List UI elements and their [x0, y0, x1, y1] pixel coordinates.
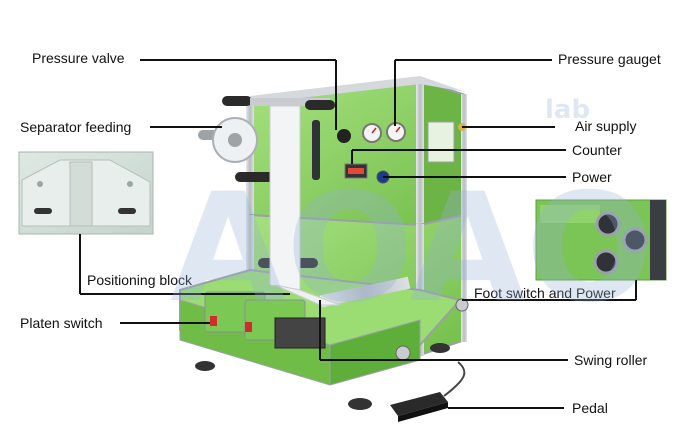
positioning-block-photo [18, 151, 154, 235]
label-pressure-gauge: Pressure gauget [558, 51, 661, 67]
foot-left [195, 361, 215, 371]
leader-lines [79, 59, 637, 409]
pedal-icon [390, 361, 466, 422]
platen-switch-right [245, 322, 252, 332]
watermark-letters: AOAO [170, 162, 653, 336]
watermark: AOAO lab [170, 95, 653, 336]
callout-labels: Pressure valve Pressure gauget Separator… [20, 50, 661, 416]
label-positioning-block: Positioning block [87, 272, 193, 288]
label-foot-switch-power: Foot switch and Power [474, 285, 616, 301]
label-pedal: Pedal [572, 400, 608, 416]
watermark-lab: lab [545, 95, 590, 125]
swing-roller-knob [395, 345, 411, 361]
foot-center [348, 398, 372, 410]
label-air-supply: Air supply [575, 118, 636, 134]
label-platen-switch: Platen switch [20, 315, 102, 331]
label-separator-feeding: Separator feeding [20, 119, 131, 135]
foot-right [430, 343, 450, 353]
label-swing-roller: Swing roller [574, 352, 647, 368]
label-power: Power [572, 169, 612, 185]
foot-switch-photo [535, 199, 667, 281]
platen-switch-left [210, 316, 217, 326]
label-counter: Counter [572, 142, 622, 158]
label-pressure-valve: Pressure valve [32, 50, 125, 66]
valve-knob-icon [337, 129, 351, 143]
separator-film-tail [274, 284, 341, 306]
